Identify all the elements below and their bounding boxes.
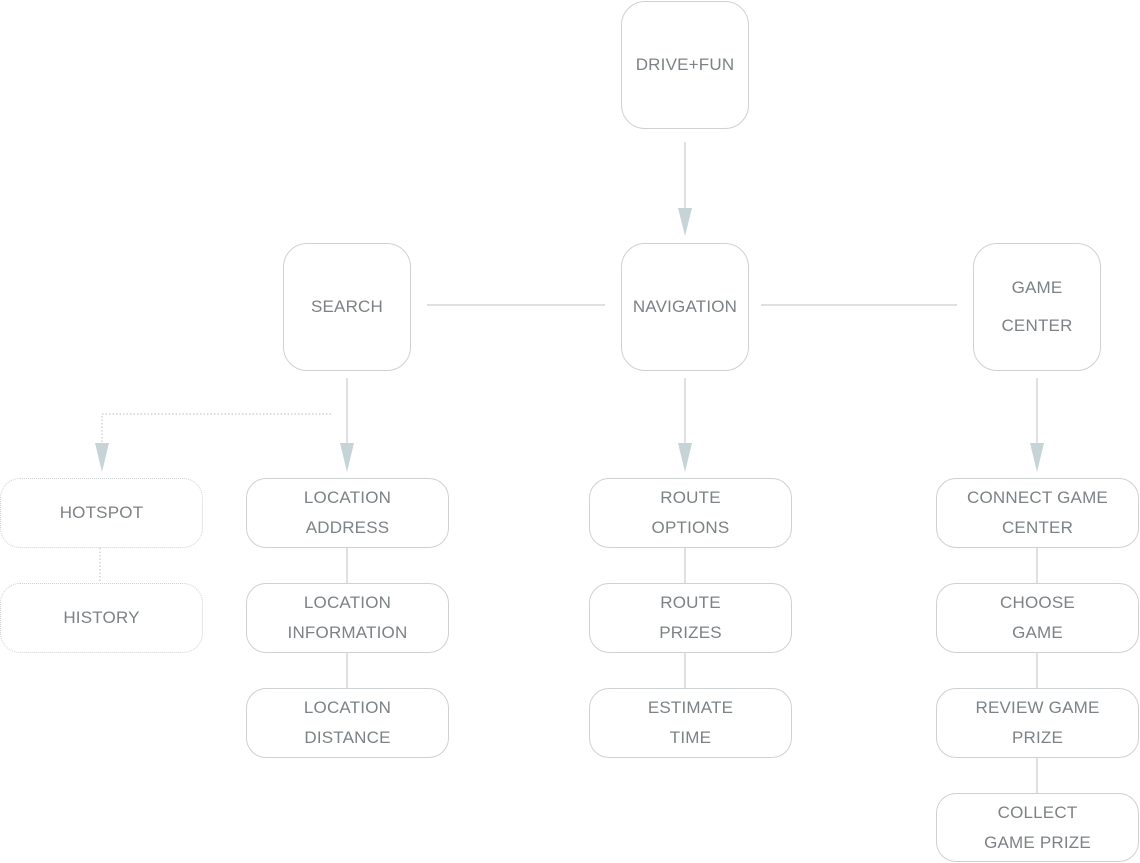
- node-drive-fun: DRIVE+FUN: [621, 1, 749, 129]
- node-label-line: DRIVE+FUN: [635, 55, 735, 74]
- node-label-line: LOCATION: [303, 593, 392, 612]
- node-label-line: NAVIGATION: [632, 297, 738, 316]
- node-label-line: DISTANCE: [304, 728, 391, 747]
- node-label-line: GAME: [1012, 623, 1063, 642]
- node-connect-game-center: CONNECT GAME CENTER: [936, 478, 1139, 548]
- node-search: SEARCH: [283, 243, 411, 371]
- node-estimate-time: ESTIMATE TIME: [589, 688, 792, 758]
- node-history: HISTORY: [0, 583, 203, 653]
- node-label-line: ROUTE: [660, 593, 721, 612]
- node-review-game-prize: REVIEW GAME PRIZE: [936, 688, 1139, 758]
- node-label-line: TIME: [669, 728, 712, 747]
- arrow-head-route-options: [678, 443, 692, 472]
- node-hotspot: HOTSPOT: [0, 478, 203, 548]
- node-label-line: CHOOSE: [1000, 593, 1075, 612]
- node-label-line: GAME: [1011, 278, 1063, 297]
- node-label-line: CENTER: [1001, 518, 1074, 537]
- node-label-line: ESTIMATE: [647, 698, 734, 717]
- arrow-head-hotspot: [95, 443, 109, 472]
- node-label-line: INFORMATION: [287, 623, 408, 642]
- node-label-line: GAME PRIZE: [984, 832, 1091, 852]
- arrow-head-connect-game-center: [1030, 443, 1044, 472]
- arrow-head-navigation: [678, 208, 692, 236]
- node-label-line: PRIZE: [1011, 728, 1064, 747]
- node-collect-game-prize: COLLECT GAME PRIZE: [936, 793, 1139, 862]
- node-navigation: NAVIGATION: [621, 243, 749, 371]
- node-label-line: COLLECT: [997, 802, 1078, 822]
- node-choose-game: CHOOSE GAME: [936, 583, 1139, 653]
- node-label-line: LOCATION: [303, 698, 392, 717]
- node-label-line: PRIZES: [659, 623, 722, 642]
- node-label-line: ROUTE: [660, 488, 721, 507]
- node-label-line: CENTER: [1001, 316, 1073, 335]
- node-route-prizes: ROUTE PRIZES: [589, 583, 792, 653]
- node-route-options: ROUTE OPTIONS: [589, 478, 792, 548]
- node-label-line: LOCATION: [303, 488, 392, 507]
- node-label-line: REVIEW GAME: [975, 698, 1100, 717]
- node-label-line: SEARCH: [310, 297, 384, 316]
- node-label-line: ADDRESS: [305, 518, 390, 537]
- node-game-center: GAME CENTER: [973, 243, 1101, 371]
- arrow-head-location-address: [340, 443, 354, 472]
- node-location-address: LOCATION ADDRESS: [246, 478, 449, 548]
- connector-search-to-hotspot: [101, 413, 331, 446]
- node-label-line: HOTSPOT: [59, 503, 144, 522]
- node-label-line: OPTIONS: [651, 518, 730, 537]
- node-location-information: LOCATION INFORMATION: [246, 583, 449, 653]
- node-label-line: CONNECT GAME: [967, 488, 1108, 507]
- node-label-line: HISTORY: [63, 608, 140, 627]
- node-location-distance: LOCATION DISTANCE: [246, 688, 449, 758]
